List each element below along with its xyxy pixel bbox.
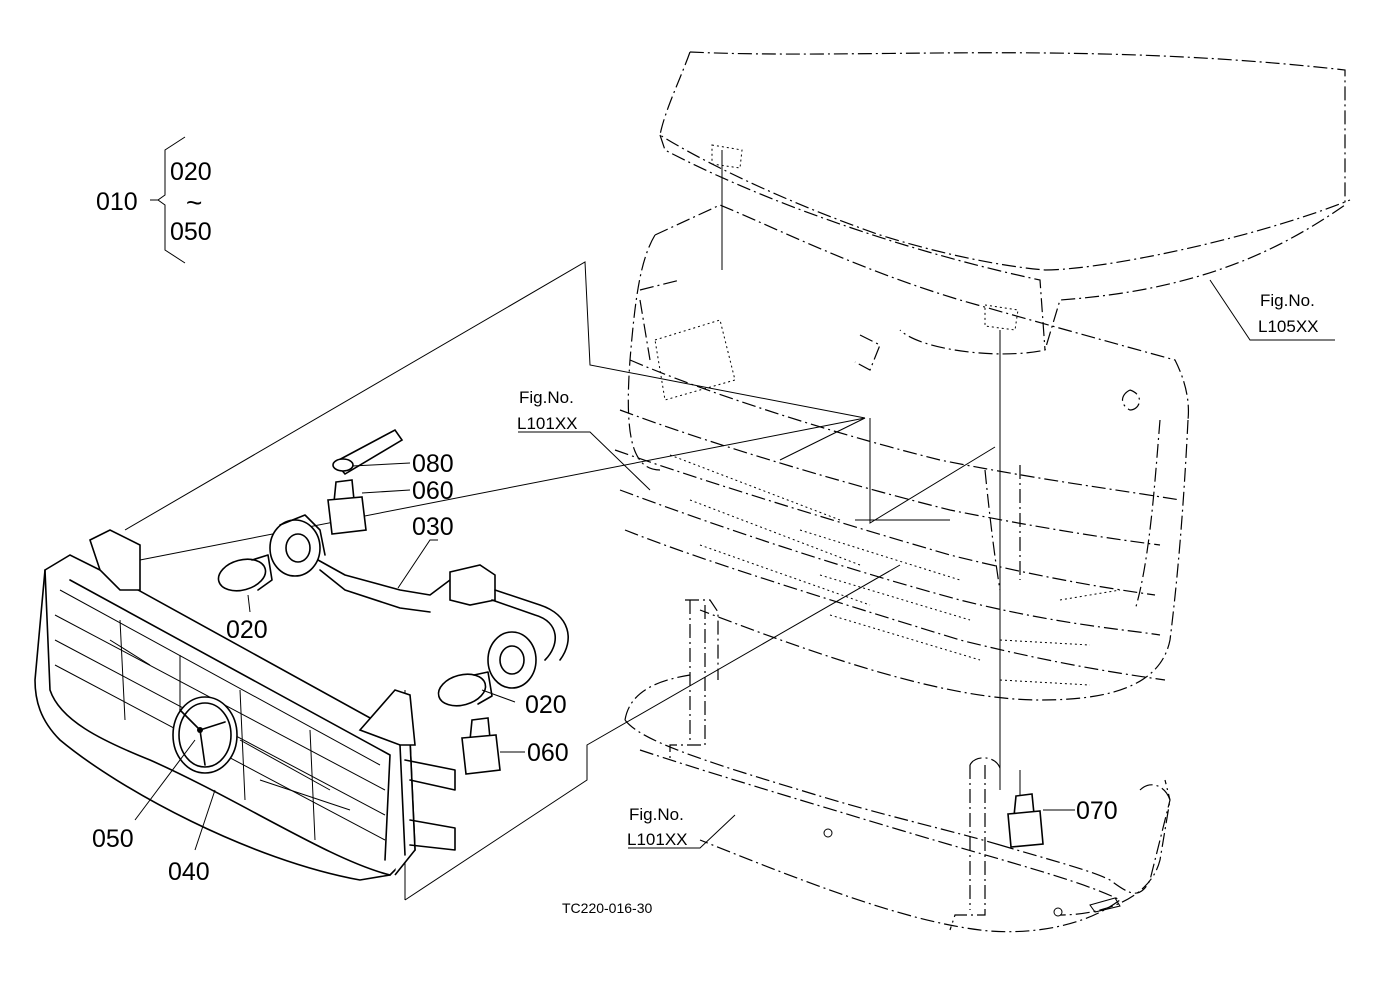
fig-ref-grille-line1: Fig.No.: [519, 388, 574, 407]
diagram-code: TC220-016-30: [562, 900, 652, 916]
callout-010: 010: [96, 188, 138, 216]
bulb-020-right: [437, 671, 493, 707]
callout-060-bottom: 060: [527, 739, 569, 767]
range-tilde: ~: [186, 187, 202, 218]
fig-ref-frame-line2: L101XX: [627, 830, 688, 849]
grommet-060-top: [327, 479, 367, 535]
callout-040: 040: [168, 858, 210, 886]
callout-020-right: 020: [525, 691, 567, 719]
callout-leaders: [134, 279, 1335, 851]
assembly-bracket: [150, 136, 186, 264]
strap-080: [332, 428, 404, 476]
callout-050: 050: [92, 825, 134, 853]
fig-ref-hood-line2: L105XX: [1258, 317, 1319, 336]
reference-lines: [124, 150, 1021, 901]
lens-050: [172, 696, 238, 774]
callout-020-left: 020: [226, 616, 268, 644]
callout-060-top: 060: [412, 477, 454, 505]
figure-references: Fig.No. L105XX Fig.No. L101XX Fig.No. L1…: [517, 291, 1319, 849]
callout-030: 030: [412, 513, 454, 541]
callout-080: 080: [412, 450, 454, 478]
fig-ref-grille-line2: L101XX: [517, 414, 578, 433]
fig-ref-frame-line1: Fig.No.: [629, 805, 684, 824]
fig-ref-hood-line1: Fig.No.: [1260, 291, 1315, 310]
grille-frame: [614, 204, 1190, 701]
socket-harness-030: [269, 514, 569, 689]
grommet-060-bottom: [461, 717, 501, 775]
callout-070: 070: [1076, 797, 1118, 825]
hood-outline: [659, 51, 1351, 355]
callout-050-range-end: 050: [170, 218, 212, 246]
assembly-labels: 010 020 ~ 050: [96, 158, 212, 246]
part-callouts: 080 060 030 020 020 060 050 040 070: [92, 450, 1118, 886]
lower-frame: [624, 599, 1171, 933]
bulb-020-left: [217, 554, 273, 592]
callout-020-range-start: 020: [170, 158, 212, 186]
grommet-070: [1007, 793, 1044, 848]
